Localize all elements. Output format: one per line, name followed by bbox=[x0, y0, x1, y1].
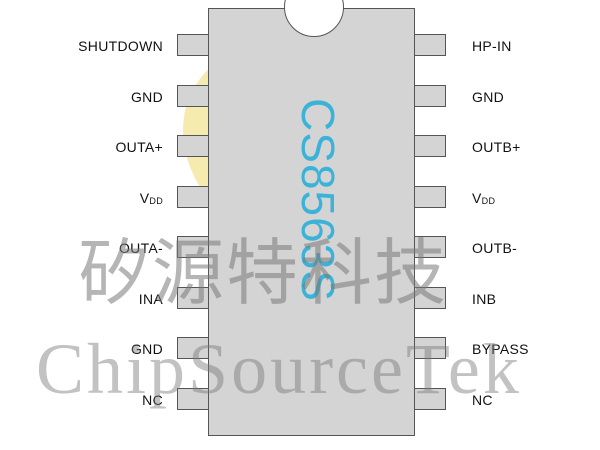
right-pin-5 bbox=[414, 236, 446, 258]
left-pin-label-3: OUTA+ bbox=[115, 138, 163, 156]
left-pin-label-8: NC bbox=[142, 391, 163, 409]
right-pin-4 bbox=[414, 186, 446, 208]
left-pin-label-1: SHUTDOWN bbox=[78, 37, 163, 55]
watermark-english: ChipSourceTek bbox=[36, 329, 522, 409]
right-pin-8 bbox=[414, 388, 446, 410]
left-pin-label-6: INA bbox=[139, 290, 163, 308]
right-pin-label-5: OUTB- bbox=[472, 239, 517, 257]
pin-name-subscript: DD bbox=[481, 196, 496, 206]
left-pin-3 bbox=[177, 135, 209, 157]
pin-name: OUTB+ bbox=[472, 139, 521, 155]
left-pin-label-5: OUTA- bbox=[119, 239, 163, 257]
right-pin-6 bbox=[414, 287, 446, 309]
pin-name: OUTA+ bbox=[115, 139, 163, 155]
right-pin-7 bbox=[414, 337, 446, 359]
right-pin-3 bbox=[414, 135, 446, 157]
pin-name: GND bbox=[472, 89, 505, 105]
right-pin-label-7: BYPASS bbox=[472, 340, 529, 358]
pin-name: V bbox=[472, 190, 482, 206]
pin-name: OUTA- bbox=[118, 240, 163, 256]
right-pin-label-6: INB bbox=[472, 290, 496, 308]
left-pin-label-7: GND bbox=[131, 340, 163, 358]
left-pin-7 bbox=[177, 337, 209, 359]
pin-name: HP-IN bbox=[472, 38, 512, 54]
left-pin-6 bbox=[177, 287, 209, 309]
right-pin-label-3: OUTB+ bbox=[472, 138, 521, 156]
left-pin-2 bbox=[177, 85, 209, 107]
pin-name: OUTB- bbox=[472, 240, 518, 256]
pin-name: BYPASS bbox=[472, 341, 529, 357]
right-pin-label-4: VDD bbox=[472, 189, 495, 210]
right-pin-1 bbox=[414, 34, 446, 56]
watermark-chinese: 矽源特科技 bbox=[78, 231, 449, 315]
pin-name: INB bbox=[472, 291, 497, 307]
left-pin-8 bbox=[177, 388, 209, 410]
pin-name: GND bbox=[130, 341, 163, 357]
pin-name: NC bbox=[142, 392, 163, 408]
left-pin-5 bbox=[177, 236, 209, 258]
pin-name-subscript: DD bbox=[149, 196, 163, 206]
pin-name: NC bbox=[472, 392, 493, 408]
right-pin-label-1: HP-IN bbox=[472, 37, 512, 55]
pin-name: SHUTDOWN bbox=[78, 38, 163, 54]
right-pin-label-2: GND bbox=[472, 88, 504, 106]
right-pin-2 bbox=[414, 85, 446, 107]
pin-name: INA bbox=[138, 291, 163, 307]
right-pin-label-8: NC bbox=[472, 391, 493, 409]
left-pin-label-2: GND bbox=[131, 88, 163, 106]
pin-name: GND bbox=[130, 89, 163, 105]
chip-body bbox=[208, 8, 415, 436]
left-pin-4 bbox=[177, 186, 209, 208]
pin-name: V bbox=[139, 190, 150, 206]
left-pin-label-4: VDD bbox=[140, 189, 163, 210]
left-pin-1 bbox=[177, 34, 209, 56]
